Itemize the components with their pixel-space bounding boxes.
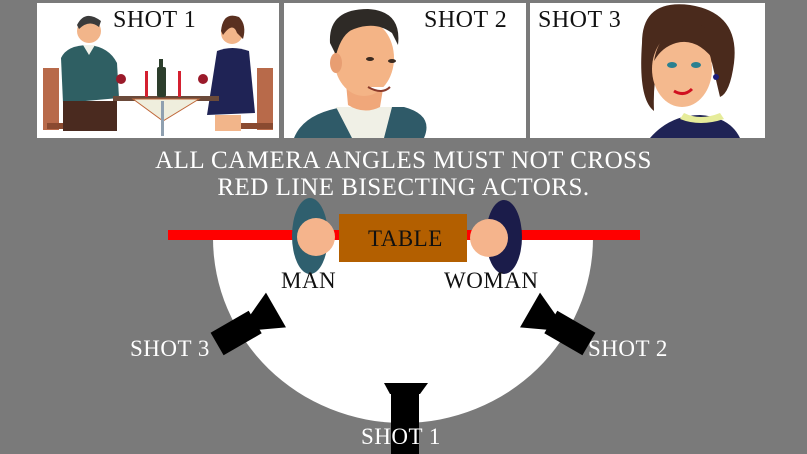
camera-label-shot-3: SHOT 3: [130, 336, 210, 361]
panel-label-shot-3: SHOT 3: [538, 7, 622, 33]
panel-shot-2: SHOT 2: [284, 3, 526, 138]
table-label: TABLE: [368, 226, 443, 251]
panel-label-shot-2: SHOT 2: [424, 7, 508, 33]
panel-shot-3: SHOT 3: [530, 3, 765, 138]
table-shape: [339, 214, 467, 262]
camera-shot-2-icon: [520, 292, 596, 356]
stage-semicircle: [213, 238, 593, 423]
panel-label-shot-1: SHOT 1: [113, 7, 197, 33]
woman-closeup-illustration: [641, 4, 740, 138]
woman-head: [470, 219, 508, 257]
headline-line-1: ALL CAMERA ANGLES MUST NOT CROSS: [155, 147, 652, 174]
camera-label-shot-2: SHOT 2: [588, 336, 668, 361]
camera-shot-1-icon: [384, 383, 428, 454]
camera-shot-3-icon: [210, 292, 286, 356]
panel-shot-1: SHOT 1: [37, 3, 279, 138]
woman-label: WOMAN: [444, 268, 539, 293]
man-closeup-illustration: [294, 9, 427, 138]
dinner-scene-illustration: [43, 15, 273, 136]
headline-line-2: RED LINE BISECTING ACTORS.: [217, 174, 590, 201]
camera-label-shot-1: SHOT 1: [361, 424, 441, 449]
man-head: [297, 218, 335, 256]
man-label: MAN: [281, 268, 337, 293]
